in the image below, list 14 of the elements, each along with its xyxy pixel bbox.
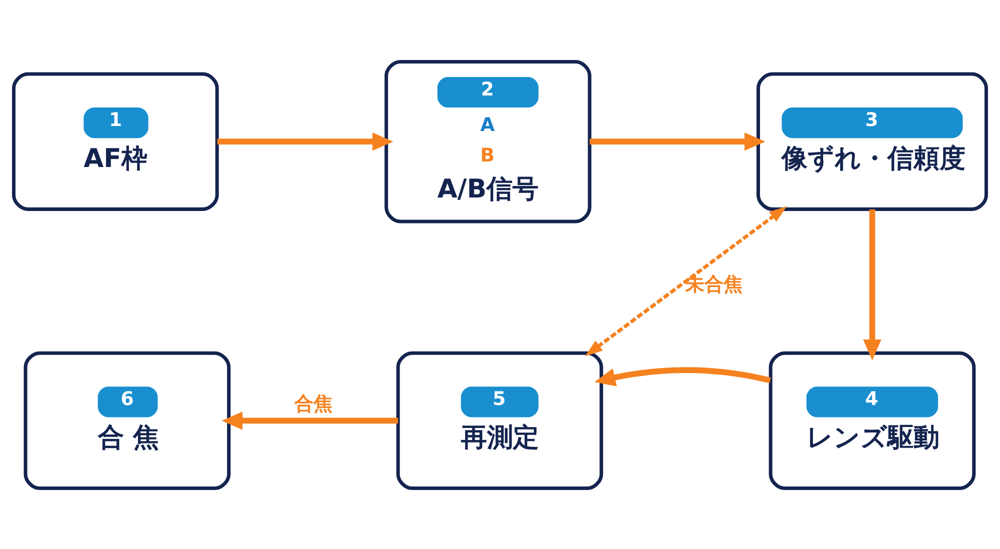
arrow	[217, 132, 394, 150]
node-box: 2 A B A/B信号	[384, 59, 592, 223]
arrow	[863, 208, 882, 360]
arrow	[594, 366, 771, 386]
node-box: 4 レンズ駆動	[768, 350, 976, 490]
node-box: 6 合 焦	[24, 350, 231, 490]
arrow	[585, 206, 787, 356]
edge-label: 合焦	[294, 393, 333, 414]
node-box: 5 再測定	[396, 350, 604, 490]
node-box: 3 像ずれ・信頼度	[756, 72, 988, 210]
arrow	[222, 411, 398, 430]
node-box: 1 AF枠	[12, 72, 219, 210]
arrow	[590, 132, 766, 150]
edge-label: 未合焦	[685, 274, 742, 296]
